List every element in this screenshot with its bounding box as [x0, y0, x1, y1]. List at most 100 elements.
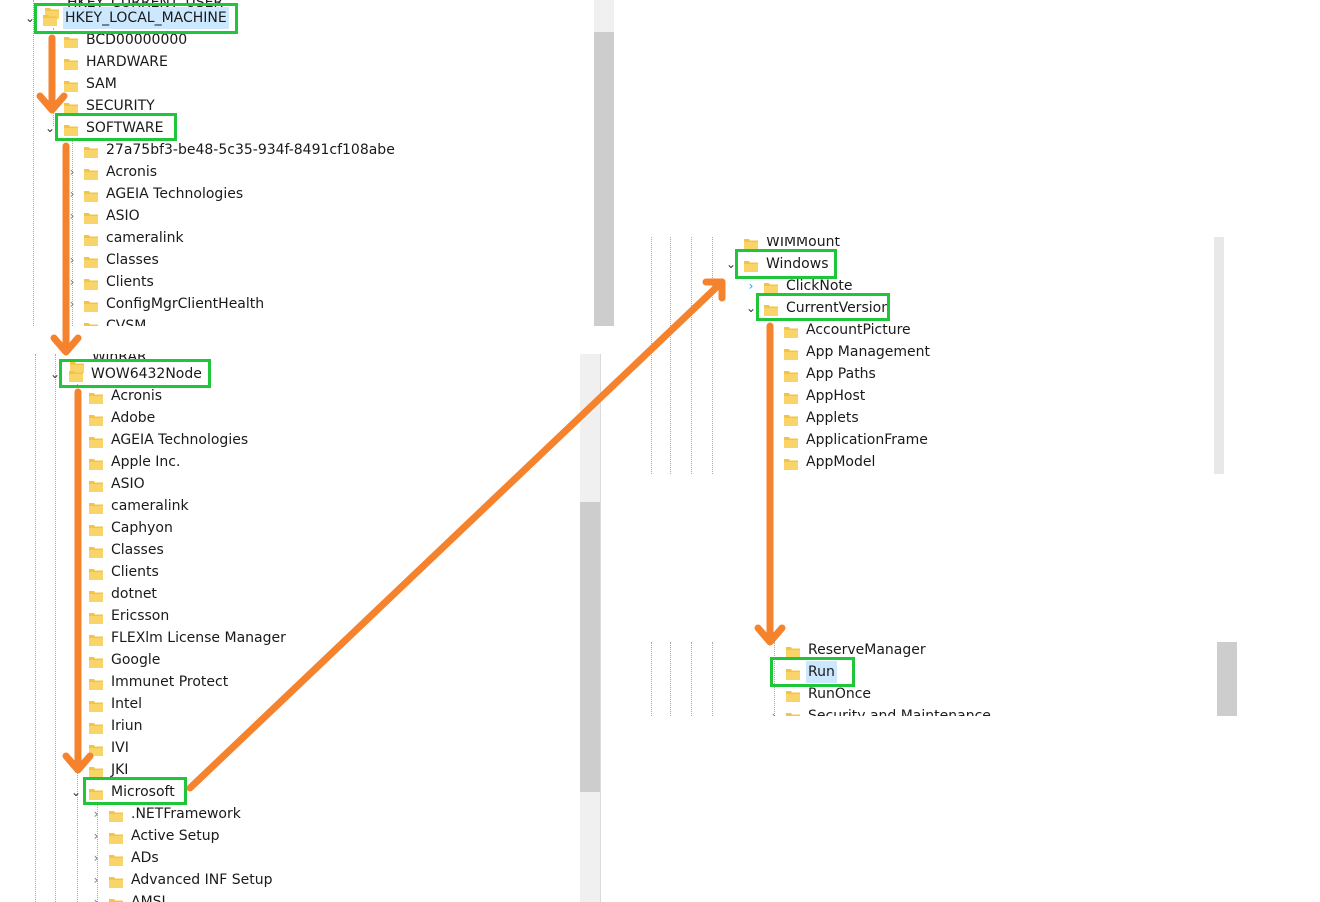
folder-icon: [89, 763, 103, 778]
vertical-scrollbar[interactable]: [1217, 642, 1237, 716]
folder-icon: [89, 609, 103, 624]
folder-icon: [89, 675, 103, 690]
chevron-down-icon[interactable]: ⌄: [44, 121, 56, 135]
folder-icon: [784, 455, 798, 470]
folder-icon: [784, 389, 798, 404]
folder-icon: [84, 187, 98, 202]
chevron-right-icon[interactable]: ›: [74, 455, 80, 469]
folder-icon: [764, 301, 778, 316]
chevron-right-icon[interactable]: ›: [74, 697, 80, 711]
vertical-scrollbar[interactable]: [594, 0, 614, 326]
folder-icon: [89, 499, 103, 514]
registry-tree-panel-hklm: HKEY_CURRENT_USER ⌄ HKEY_LOCAL_MACHINE B…: [0, 0, 614, 326]
folder-icon: [786, 687, 800, 702]
folder-icon: [784, 345, 798, 360]
chevron-right-icon[interactable]: ›: [69, 165, 75, 179]
folder-icon: [64, 55, 78, 70]
chevron-right-icon[interactable]: ›: [69, 187, 75, 201]
registry-tree-panel-windows: WIMMount ⌄ Windows › ClickNote ⌄ Current…: [648, 237, 1224, 474]
folder-icon: [784, 433, 798, 448]
chevron-right-icon[interactable]: ›: [74, 675, 80, 689]
chevron-right-icon[interactable]: ›: [74, 609, 80, 623]
folder-icon: [64, 33, 78, 48]
chevron-right-icon[interactable]: ›: [769, 367, 775, 381]
folder-icon: [89, 565, 103, 580]
folder-icon: [784, 367, 798, 382]
arrow-head: [50, 334, 82, 356]
chevron-right-icon[interactable]: ›: [769, 455, 775, 469]
chevron-right-icon[interactable]: ›: [93, 851, 99, 865]
folder-icon: [109, 829, 123, 844]
folder-icon: [64, 121, 78, 136]
chevron-right-icon[interactable]: ›: [69, 253, 75, 267]
folder-icon: [64, 99, 78, 114]
chevron-right-icon[interactable]: ›: [74, 477, 80, 491]
folder-icon: [89, 741, 103, 756]
chevron-right-icon[interactable]: ›: [769, 389, 775, 403]
folder-icon: [89, 521, 103, 536]
chevron-right-icon[interactable]: ›: [74, 389, 80, 403]
chevron-right-icon[interactable]: ›: [74, 587, 80, 601]
chevron-right-icon[interactable]: ›: [93, 829, 99, 843]
chevron-right-icon[interactable]: ›: [74, 411, 80, 425]
chevron-down-icon[interactable]: ⌄: [49, 367, 61, 381]
chevron-right-icon[interactable]: ›: [74, 763, 80, 777]
folder-icon: [786, 709, 800, 716]
chevron-right-icon[interactable]: ›: [74, 719, 80, 733]
chevron-down-icon[interactable]: ⌄: [745, 301, 757, 315]
vertical-scrollbar[interactable]: [580, 354, 600, 902]
chevron-right-icon[interactable]: ›: [748, 279, 754, 293]
folder-icon: [786, 665, 800, 680]
scrollbar-thumb[interactable]: [580, 502, 600, 792]
chevron-right-icon[interactable]: ›: [74, 631, 80, 645]
folder-icon: [89, 653, 103, 668]
chevron-down-icon[interactable]: ⌄: [70, 785, 82, 799]
scrollbar-thumb[interactable]: [1217, 642, 1237, 716]
chevron-right-icon[interactable]: ›: [69, 297, 75, 311]
folder-icon: [43, 11, 57, 26]
folder-icon: [744, 237, 758, 250]
folder-icon: [89, 433, 103, 448]
chevron-right-icon[interactable]: ›: [93, 873, 99, 887]
chevron-right-icon[interactable]: ›: [69, 209, 75, 223]
chevron-right-icon[interactable]: ›: [74, 653, 80, 667]
chevron-right-icon[interactable]: ›: [74, 433, 80, 447]
folder-icon: [84, 143, 98, 158]
chevron-down-icon[interactable]: ⌄: [24, 11, 36, 25]
folder-icon: [64, 77, 78, 92]
chevron-right-icon[interactable]: ›: [69, 275, 75, 289]
scrollbar-thumb[interactable]: [594, 32, 614, 326]
vertical-scrollbar[interactable]: [1214, 237, 1224, 474]
chevron-right-icon[interactable]: ›: [769, 411, 775, 425]
folder-icon: [89, 719, 103, 734]
folder-icon: [70, 358, 84, 373]
folder-icon: [84, 165, 98, 180]
folder-icon: [84, 275, 98, 290]
folder-icon: [109, 851, 123, 866]
chevron-right-icon[interactable]: ›: [93, 895, 99, 902]
chevron-down-icon[interactable]: ⌄: [725, 257, 737, 271]
folder-icon: [84, 209, 98, 224]
chevron-right-icon[interactable]: ›: [93, 807, 99, 821]
folder-icon: [84, 253, 98, 268]
registry-tree-panel-wow6432: WinRAR ⌄ WOW6432Node ›Acronis›Adobe›AGEI…: [0, 354, 602, 902]
chevron-right-icon[interactable]: ›: [769, 345, 775, 359]
folder-icon: [89, 389, 103, 404]
chevron-right-icon[interactable]: ›: [74, 543, 80, 557]
chevron-right-icon[interactable]: ›: [74, 521, 80, 535]
folder-icon: [764, 279, 778, 294]
folder-icon: [89, 785, 103, 800]
registry-tree-panel-run: ReserveManager Run RunOnce › Security an…: [648, 642, 1238, 716]
chevron-right-icon[interactable]: ›: [74, 565, 80, 579]
folder-icon: [89, 477, 103, 492]
chevron-right-icon[interactable]: ›: [74, 741, 80, 755]
scrollbar-thumb[interactable]: [1214, 237, 1224, 474]
chevron-right-icon[interactable]: ›: [769, 433, 775, 447]
folder-icon: [84, 297, 98, 312]
folder-icon: [89, 543, 103, 558]
arrow-head: [754, 624, 786, 646]
folder-icon: [69, 367, 83, 382]
chevron-right-icon[interactable]: ›: [771, 709, 777, 716]
folder-icon: [89, 631, 103, 646]
folder-icon: [109, 873, 123, 888]
